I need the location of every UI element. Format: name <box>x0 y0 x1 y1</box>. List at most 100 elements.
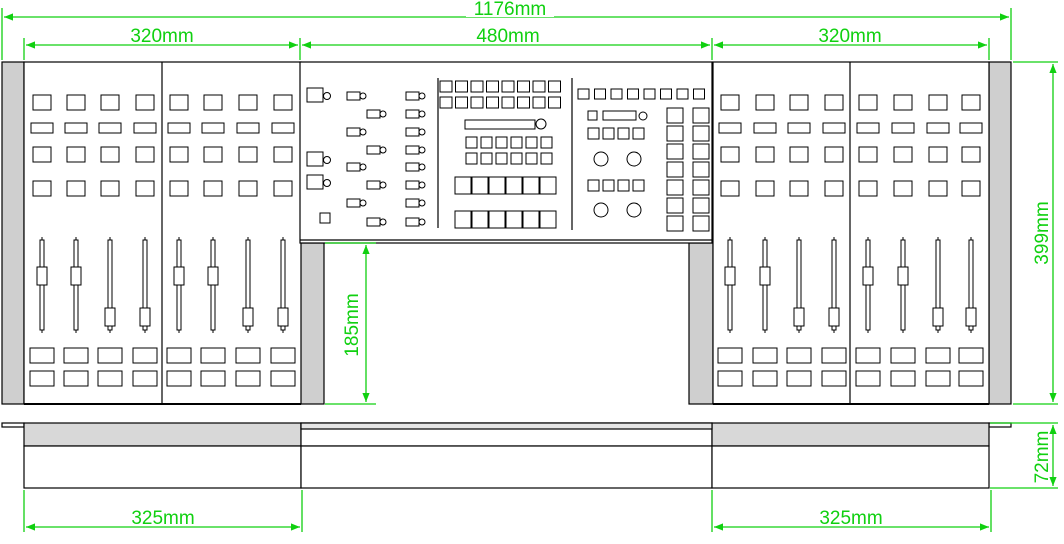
master-key <box>692 179 710 196</box>
master-key <box>627 88 639 100</box>
fader-slot <box>935 239 941 331</box>
master-key <box>692 215 710 232</box>
strip-bottom-button <box>166 370 192 387</box>
master-pad <box>454 176 472 195</box>
jack-label <box>346 127 361 137</box>
fader-cap <box>828 307 840 327</box>
master-key <box>495 136 508 149</box>
master-key <box>495 152 508 165</box>
master-key <box>666 143 684 160</box>
base-center-cap <box>300 422 713 430</box>
small-module <box>306 87 324 103</box>
fader-cap <box>759 266 771 286</box>
fader-slot <box>107 239 113 331</box>
channel-label-button <box>959 122 983 134</box>
channel-button <box>32 146 52 163</box>
jack-label <box>405 145 420 155</box>
master-key <box>666 125 684 142</box>
channel-button <box>169 94 189 111</box>
fader-cap <box>793 307 805 327</box>
jack <box>379 146 387 154</box>
jack-label <box>366 109 381 119</box>
fader-cap <box>242 307 254 327</box>
label-base-height: 72mm <box>1032 431 1053 484</box>
channel-button <box>100 146 120 163</box>
strip-bottom-button <box>717 370 743 387</box>
small-button <box>587 110 598 121</box>
master-key <box>548 96 561 109</box>
master-key <box>540 136 553 149</box>
strip-bottom-button <box>200 347 226 364</box>
master-key <box>666 161 684 178</box>
master-key <box>532 80 546 93</box>
strip-bottom-button <box>925 370 951 387</box>
dimension-labels: 1176mm 320mm 480mm 320mm 399mm 185mm 72m… <box>130 0 1053 529</box>
channel-button <box>169 146 189 163</box>
strip-bottom-button <box>29 347 55 364</box>
channel-button <box>893 94 913 111</box>
master-pad <box>539 210 557 229</box>
small-knob <box>323 179 331 187</box>
base-left-lower <box>23 445 302 489</box>
center-controls <box>306 80 710 232</box>
jack <box>418 146 426 154</box>
strip-bottom-button <box>270 370 296 387</box>
small-button <box>319 212 331 224</box>
channel-button <box>100 94 120 111</box>
rotary-encoder <box>626 202 642 218</box>
master-key <box>501 96 515 109</box>
strip-bottom-button <box>166 347 192 364</box>
channel-button <box>720 180 740 197</box>
master-key <box>617 179 630 192</box>
jack <box>418 218 426 226</box>
channel-button <box>893 180 913 197</box>
strip-bottom-button <box>270 347 296 364</box>
label-right-base-width: 325mm <box>819 508 882 529</box>
strip-bottom-button <box>235 370 261 387</box>
master-key <box>632 179 645 192</box>
master-key <box>470 96 484 109</box>
master-key <box>692 125 710 142</box>
channel-button <box>858 94 878 111</box>
channel-label-button <box>271 122 295 134</box>
master-key <box>455 96 468 109</box>
channel-button <box>928 180 948 197</box>
master-key <box>660 88 672 100</box>
strip-bottom-button <box>925 347 951 364</box>
small-knob <box>323 92 331 100</box>
strip-bottom-button <box>786 347 812 364</box>
master-key <box>602 127 615 140</box>
channel-label-button <box>133 122 157 134</box>
right-fader-bay <box>712 61 990 405</box>
rotary-encoder <box>626 151 642 167</box>
master-pad <box>471 176 489 195</box>
channel-button <box>66 94 86 111</box>
master-key <box>480 152 493 165</box>
label-center-width: 480mm <box>476 26 539 47</box>
rotary-encoder <box>593 151 609 167</box>
strip-bottom-button <box>63 347 89 364</box>
jack <box>379 181 387 189</box>
base-flange-left <box>1 422 25 428</box>
jack-label <box>346 91 361 101</box>
channel-button <box>203 146 223 163</box>
master-pad <box>454 210 472 229</box>
channel-label-button <box>856 122 880 134</box>
strip-bottom-button <box>235 347 261 364</box>
master-key <box>610 88 623 100</box>
module-dividers <box>24 62 989 405</box>
master-knob <box>638 111 648 121</box>
channel-label-button <box>236 122 260 134</box>
master-key <box>532 96 546 109</box>
jack <box>379 110 387 118</box>
jack-label <box>366 180 381 190</box>
fader-cap <box>36 266 48 286</box>
master-pad <box>522 210 540 229</box>
jack-label <box>366 145 381 155</box>
strip-bottom-button <box>890 370 916 387</box>
master-key <box>525 136 538 149</box>
master-key <box>525 152 538 165</box>
master-key <box>501 80 515 93</box>
fader-cap <box>70 266 82 286</box>
